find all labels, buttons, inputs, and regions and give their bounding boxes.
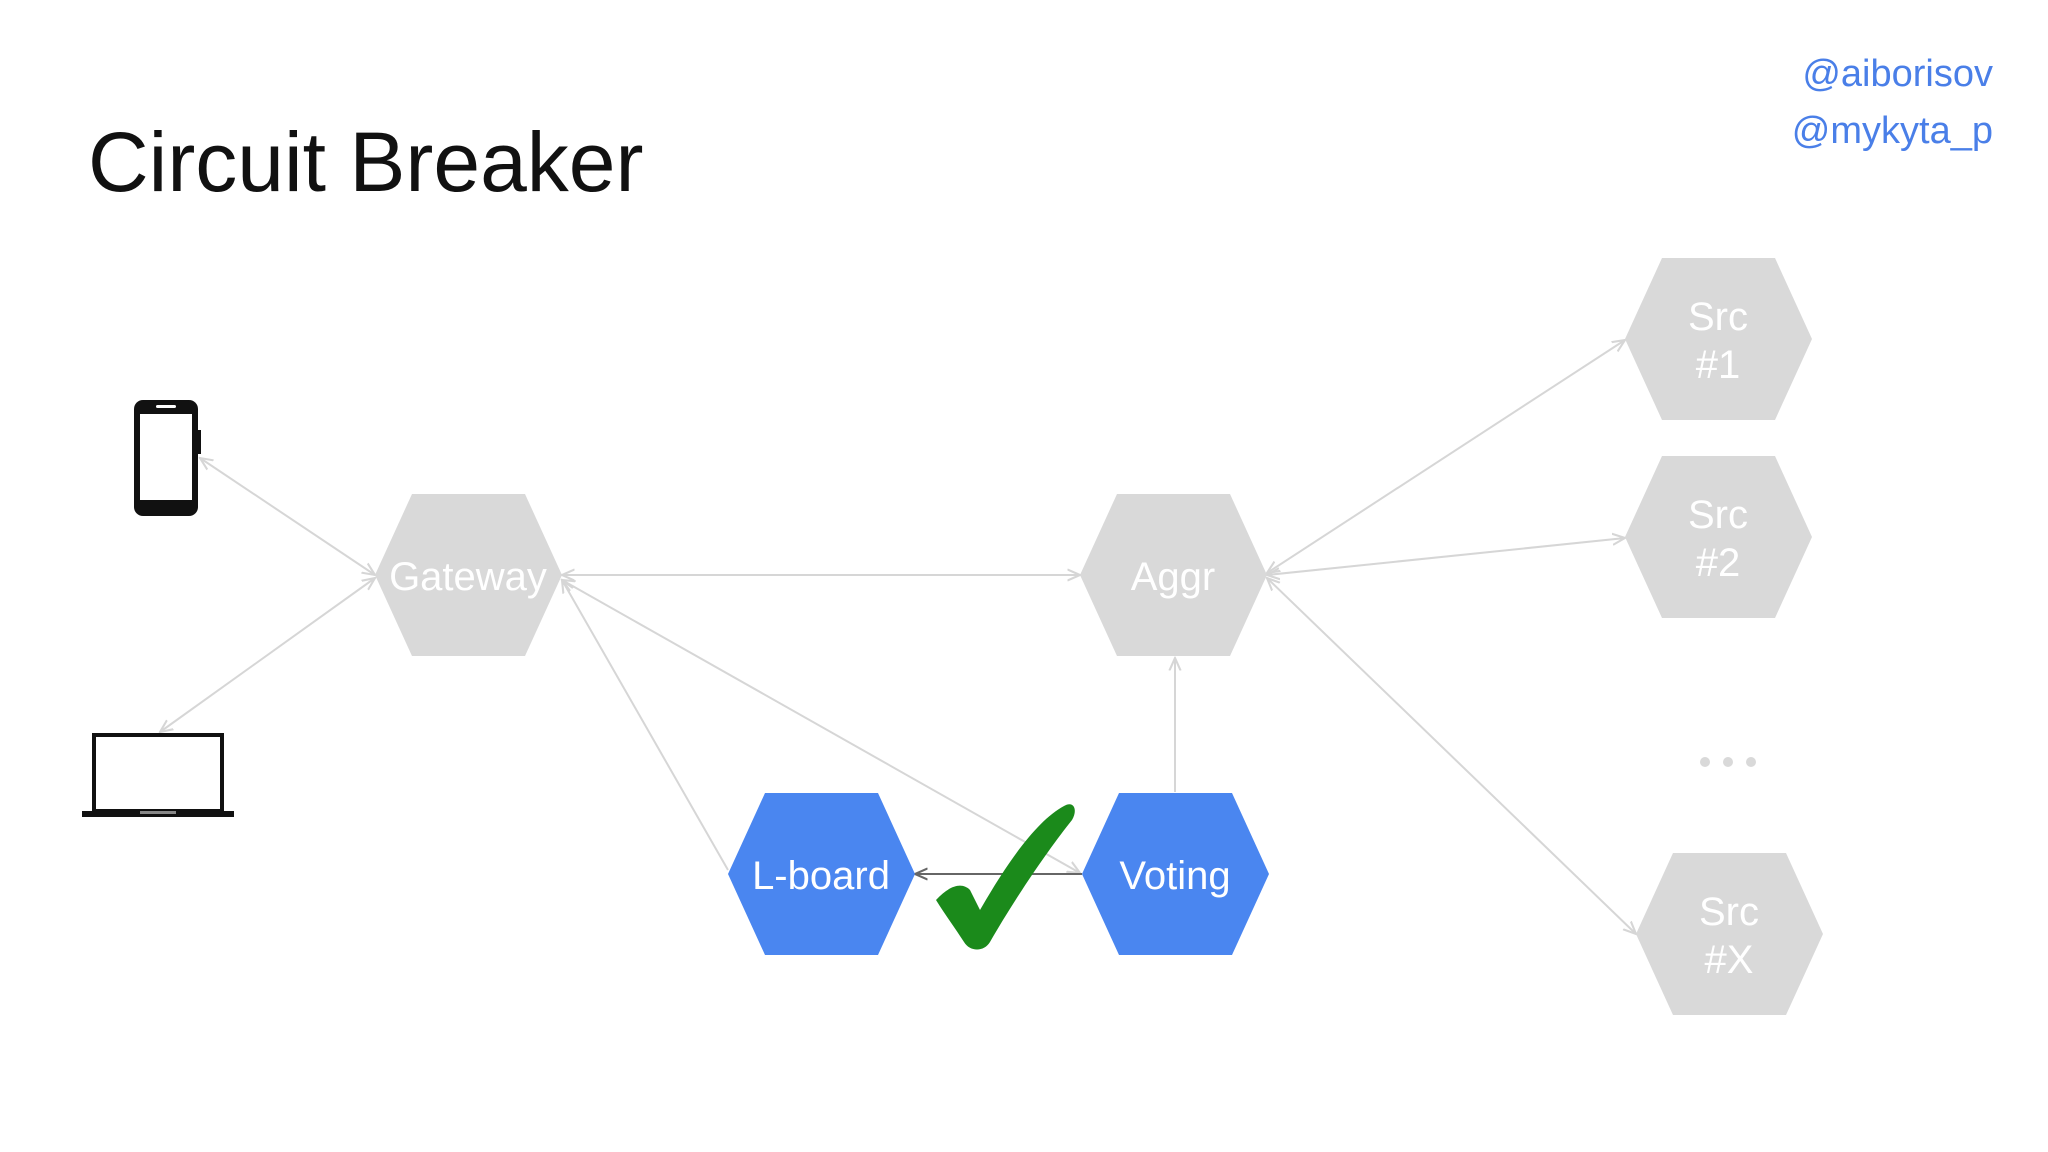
edge-aggr-src2 bbox=[1267, 538, 1625, 575]
laptop-icon bbox=[82, 733, 234, 817]
edge-phone-gateway bbox=[200, 458, 375, 575]
node-aggr[interactable]: Aggr bbox=[1080, 494, 1267, 656]
twitter-handle-aiborisov[interactable]: @aiborisov bbox=[1802, 53, 1993, 95]
svg-text:L-board: L-board bbox=[752, 854, 890, 898]
svg-text:Voting: Voting bbox=[1119, 854, 1230, 898]
node-src1[interactable]: Src #1 bbox=[1625, 258, 1812, 420]
more-dots-icon bbox=[1700, 757, 1756, 767]
node-src2[interactable]: Src #2 bbox=[1625, 456, 1812, 618]
svg-text:Src: Src bbox=[1699, 890, 1759, 934]
edge-laptop-gateway bbox=[160, 578, 375, 732]
svg-text:Src: Src bbox=[1688, 493, 1748, 537]
svg-text:#1: #1 bbox=[1696, 343, 1741, 387]
node-voting[interactable]: Voting bbox=[1082, 793, 1269, 955]
svg-text:Src: Src bbox=[1688, 295, 1748, 339]
edge-gateway-voting bbox=[562, 580, 1080, 873]
svg-text:Aggr: Aggr bbox=[1131, 555, 1216, 599]
twitter-handle-mykyta[interactable]: @mykyta_p bbox=[1791, 110, 1993, 152]
phone-icon bbox=[134, 400, 201, 516]
edge-gateway-lboard bbox=[562, 580, 729, 871]
svg-text:#2: #2 bbox=[1696, 541, 1741, 585]
node-srcx[interactable]: Src #X bbox=[1636, 853, 1823, 1015]
slide-title: Circuit Breaker bbox=[88, 115, 644, 209]
node-lboard[interactable]: L-board bbox=[728, 793, 915, 955]
node-gateway[interactable]: Gateway bbox=[375, 494, 562, 656]
edges bbox=[160, 340, 1636, 934]
edge-aggr-src1 bbox=[1267, 340, 1625, 573]
checkmark-icon bbox=[936, 804, 1075, 950]
svg-text:#X: #X bbox=[1705, 938, 1754, 982]
edge-aggr-srcx bbox=[1267, 578, 1636, 934]
svg-text:Gateway: Gateway bbox=[389, 555, 547, 599]
